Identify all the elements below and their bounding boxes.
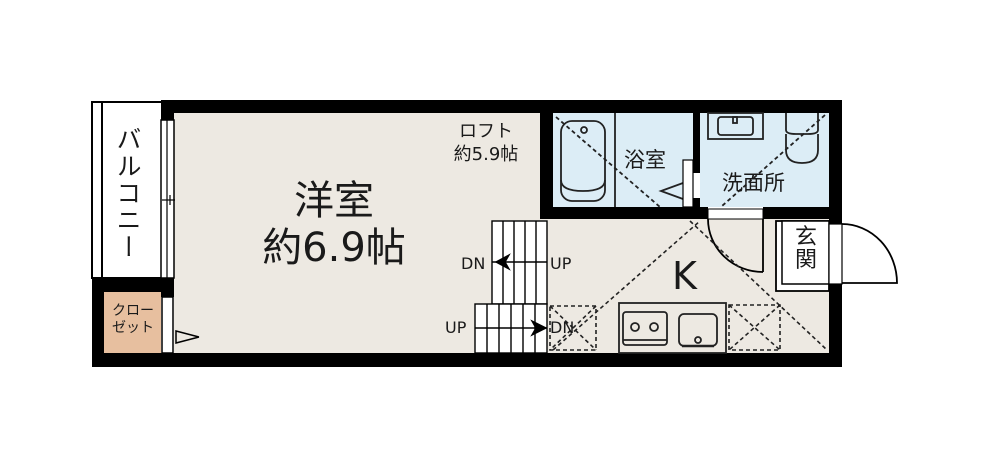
entrance	[775, 220, 898, 292]
stairs-lower	[474, 303, 548, 354]
entrance-label: 玄関	[788, 226, 824, 272]
balcony-label: バルコニー	[113, 126, 142, 261]
bathroom-floor	[553, 113, 693, 207]
stairs-upper	[491, 220, 548, 305]
closet-label-line1: クロー	[112, 303, 154, 319]
closet-label: クロー ゼット	[106, 303, 160, 337]
stairs-upper-left-label: DN	[461, 254, 486, 273]
bathroom-fixtures	[555, 113, 694, 208]
kitchen-fixtures	[618, 302, 727, 354]
closet	[104, 292, 200, 354]
western-room-label: 洋室 約6.9帖	[244, 178, 424, 272]
stairs-lower-right-label: DN	[550, 318, 575, 337]
entrance-label-char1: 玄関	[794, 225, 817, 274]
washroom-label: 洗面所	[722, 171, 785, 195]
western-room-size: 約6.9帖	[262, 225, 406, 272]
loft-label: ロフト 約5.9帖	[436, 120, 536, 167]
washroom-floor	[700, 113, 829, 207]
bathroom-label: 浴室	[624, 148, 666, 172]
closet-label-line2: ゼット	[112, 319, 154, 336]
walls	[92, 100, 842, 367]
stairs-upper-right-label: UP	[550, 254, 572, 273]
appliance-spaces	[549, 220, 828, 351]
washroom-door	[707, 208, 764, 273]
stairs-lower-left-label: UP	[445, 318, 467, 337]
kitchen-label: K	[672, 254, 697, 298]
western-room-name: 洋室	[294, 178, 374, 224]
loft-name: ロフト	[459, 121, 513, 142]
washroom-fixtures	[707, 112, 826, 207]
balcony	[91, 101, 163, 279]
balcony-window	[160, 119, 175, 279]
loft-size: 約5.9帖	[453, 144, 519, 166]
